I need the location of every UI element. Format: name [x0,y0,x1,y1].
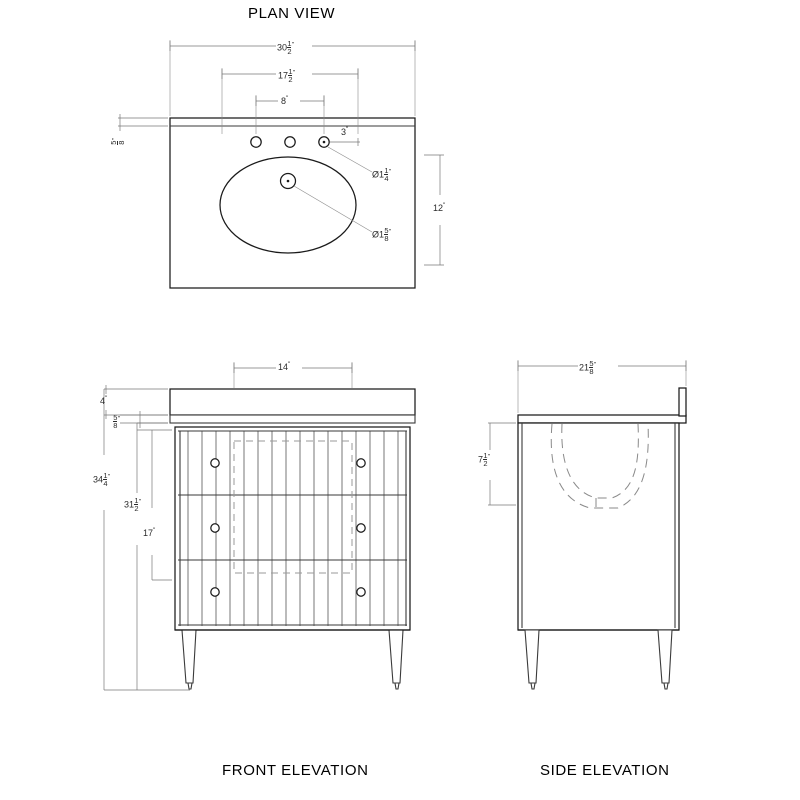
front-leg-left [181,629,197,684]
front-knob-r2-right[interactable] [356,523,366,533]
plan-faucet-hole-left [250,136,262,148]
plan-faucet-hole-center [284,136,296,148]
front-knob-r2-left[interactable] [210,523,220,533]
front-knob-r1-right[interactable] [356,458,366,468]
front-knob-r1-left[interactable] [210,458,220,468]
front-leg-right [388,629,404,684]
dim-front-sink-basin-width: 14" [278,361,291,372]
side-cabinet-body [517,422,680,631]
dim-front-counter-height: 4" [100,395,108,406]
front-countertop-edge [169,414,416,424]
front-countertop-slab [169,388,416,416]
side-hidden-basin-outer [550,423,649,509]
plan-view-title: PLAN VIEW [248,5,336,22]
side-elevation-title: SIDE ELEVATION [540,762,670,779]
plan-leader-faucet-dia [327,146,373,173]
side-foot-left [530,682,536,690]
front-hidden-basin-outline [233,440,353,574]
front-knob-r3-left[interactable] [210,587,220,597]
dim-plan-depth: 12" [433,202,446,213]
side-elevation-group [488,360,687,690]
front-foot-right [394,682,400,690]
plan-view-group [118,40,444,289]
plan-drain-center-mark [286,179,290,183]
front-elevation-group [103,362,416,691]
side-foot-right [663,682,669,690]
front-knob-r3-right[interactable] [356,587,366,597]
plan-faucet-hole-right-center-mark [322,140,326,144]
plan-basin-oval [219,156,357,254]
side-countertop-slab [517,414,687,424]
dim-plan-hole-from-back: 3" [341,126,349,137]
front-elevation-title: FRONT ELEVATION [222,762,369,779]
dim-plan-inner-hole-spread: 8" [281,95,289,106]
side-hidden-basin-inner [561,423,639,499]
side-leg-right [657,629,673,684]
side-backsplash [678,387,687,417]
front-foot-left [187,682,193,690]
dim-front-drawer-stack-height: 17" [143,527,156,538]
plan-leader-drain-dia [293,185,373,233]
side-leg-left [524,629,540,684]
